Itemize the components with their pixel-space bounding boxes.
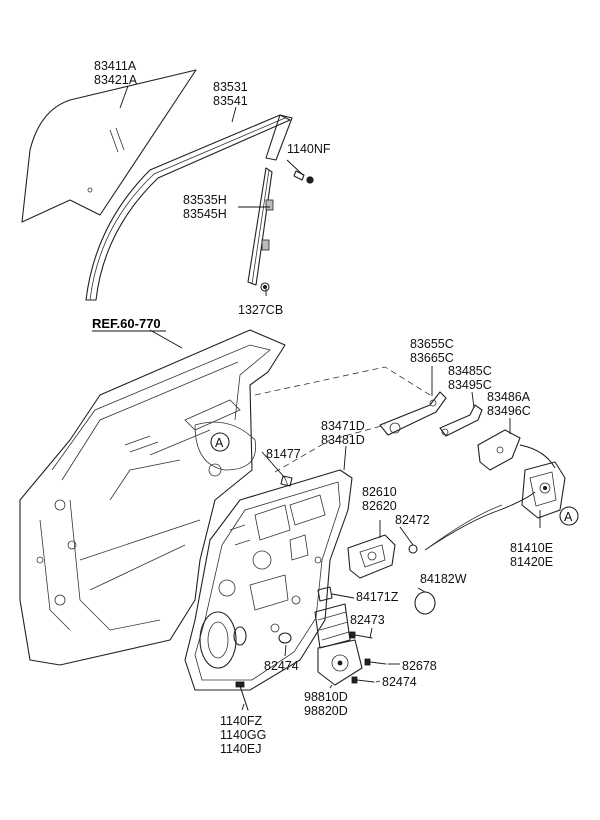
label-98810d: 98810D	[304, 690, 348, 704]
label-83495c: 83495C	[448, 378, 492, 392]
release-cable	[424, 444, 556, 551]
label-1140gg: 1140GG	[220, 728, 266, 742]
glass-run-channel-lower	[247, 167, 274, 286]
callout-a-latch-label: A	[564, 510, 573, 524]
door-module-panel	[184, 469, 353, 691]
dashed-reference-line-upper	[254, 366, 431, 396]
label-83535h: 83535H	[183, 193, 227, 207]
label-98820d: 98820D	[304, 704, 348, 718]
label-83411a: 83411A	[94, 59, 137, 73]
nut-1327cb-icon	[260, 282, 270, 292]
label-81410e: 81410E	[510, 541, 553, 555]
link-rod-lower	[477, 429, 521, 471]
inside-door-handle	[347, 534, 396, 579]
pad-84171z-icon	[317, 586, 333, 602]
label-83496c: 83496C	[487, 404, 531, 418]
screw-82474-icon	[351, 676, 375, 684]
callout-a-latch: A	[559, 506, 579, 526]
label-1140fz: 1140FZ	[220, 714, 263, 728]
label-82620: 82620	[362, 499, 397, 513]
label-82472: 82472	[395, 513, 430, 527]
label-83421a: 83421A	[94, 73, 138, 87]
leader-lines	[119, 85, 541, 711]
washer-82474-icon	[278, 632, 292, 644]
label-83541: 83541	[213, 94, 248, 108]
label-82610: 82610	[362, 485, 397, 499]
label-84182w: 84182W	[420, 572, 467, 586]
outside-handle-rod	[379, 391, 447, 436]
label-82473: 82473	[350, 613, 385, 627]
label-1140ej: 1140EJ	[220, 742, 261, 756]
label-83486a: 83486A	[487, 390, 531, 404]
screw-82678-icon	[364, 658, 387, 666]
glass-run-channel-upper	[85, 114, 293, 301]
plug-84182w-icon	[414, 591, 436, 615]
dashed-reference-line-lower	[274, 424, 386, 473]
screw-82473-icon	[349, 631, 373, 639]
bolts-1140-icon	[235, 681, 249, 711]
bolt-81477-icon	[280, 475, 293, 487]
window-regulator-motor	[314, 603, 363, 686]
label-1327cb: 1327CB	[238, 303, 283, 317]
callout-a-door: A	[194, 421, 257, 471]
label-83655c: 83655C	[410, 337, 454, 351]
door-shell	[19, 329, 286, 666]
label-81420e: 81420E	[510, 555, 553, 569]
label-83531: 83531	[213, 80, 248, 94]
label-83485c: 83485C	[448, 364, 492, 378]
bolt-1140nf-icon	[293, 170, 314, 184]
door-glass	[21, 69, 197, 223]
label-83471d: 83471D	[321, 419, 365, 433]
label-83665c: 83665C	[410, 351, 454, 365]
label-81477: 81477	[266, 447, 301, 461]
callout-a-door-label: A	[215, 436, 224, 450]
label-1140nf: 1140NF	[287, 142, 331, 156]
label-82474-left: 82474	[264, 659, 299, 673]
link-rod-mid	[439, 404, 483, 437]
label-83481d: 83481D	[321, 433, 365, 447]
label-82678: 82678	[402, 659, 437, 673]
clip-82472-icon	[408, 544, 418, 554]
door-latch-actuator	[521, 461, 566, 519]
label-83545h: 83545H	[183, 207, 227, 221]
label-82474-right: 82474	[382, 675, 417, 689]
reference-label: REF.60-770	[92, 316, 161, 331]
label-84171z: 84171Z	[356, 590, 399, 604]
